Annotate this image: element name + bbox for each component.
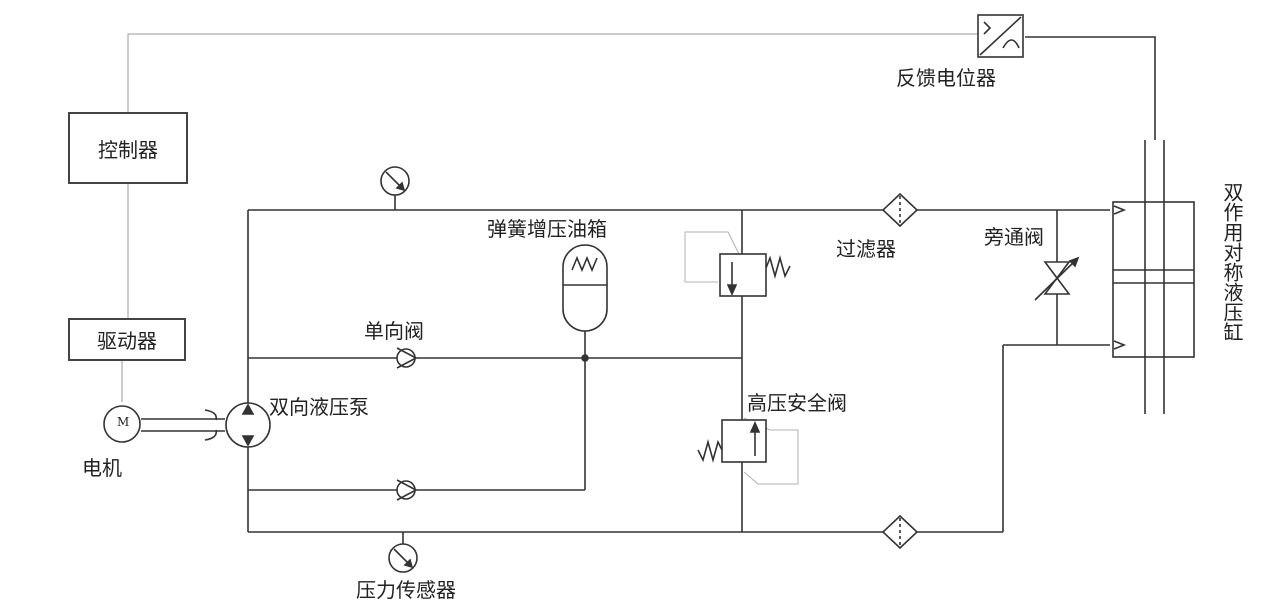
pressure-sensor-label: 压力传感器: [356, 578, 456, 602]
controller-box: 控制器: [68, 112, 188, 184]
driver-label: 驱动器: [97, 329, 157, 353]
feedback-potentiometer-symbol: [977, 14, 1024, 58]
junction-dot: [581, 354, 589, 362]
pressure-gauge-top: [380, 166, 410, 196]
pressure-sensor-gauge: [388, 543, 418, 573]
motor-label: 电机: [82, 456, 122, 480]
relief-valve-lower: [697, 417, 799, 485]
cylinder-label: 双作用对称液压缸: [1220, 182, 1244, 342]
signal-lines: [121, 33, 985, 402]
pump-symbol: [225, 402, 271, 448]
filter-upper: [881, 192, 919, 228]
feedback-potentiometer-label: 反馈电位器: [896, 66, 996, 90]
filter-label: 过滤器: [836, 237, 896, 261]
controller-label: 控制器: [98, 137, 158, 162]
motor-circle: [103, 405, 141, 443]
cylinder-symbol: [1112, 140, 1195, 414]
driver-box: 驱动器: [68, 318, 186, 361]
accumulator-symbol: [562, 244, 608, 332]
relief-valve-label: 高压安全阀: [747, 391, 847, 415]
bypass-valve-label: 旁通阀: [984, 225, 1044, 249]
bypass-valve-symbol: [1034, 256, 1080, 301]
relief-valve-upper: [684, 231, 791, 297]
filter-lower: [881, 514, 919, 550]
motor-symbol-label: M: [117, 415, 130, 429]
motor-shaft: [141, 409, 225, 441]
check-valve-lower: [396, 479, 418, 501]
hydraulic-lines: [247, 36, 1156, 545]
pump-label: 双向液压泵: [269, 395, 369, 419]
check-valve-label: 单向阀: [364, 319, 424, 343]
accumulator-label: 弹簧增压油箱: [487, 217, 607, 241]
check-valve-upper: [396, 347, 418, 369]
